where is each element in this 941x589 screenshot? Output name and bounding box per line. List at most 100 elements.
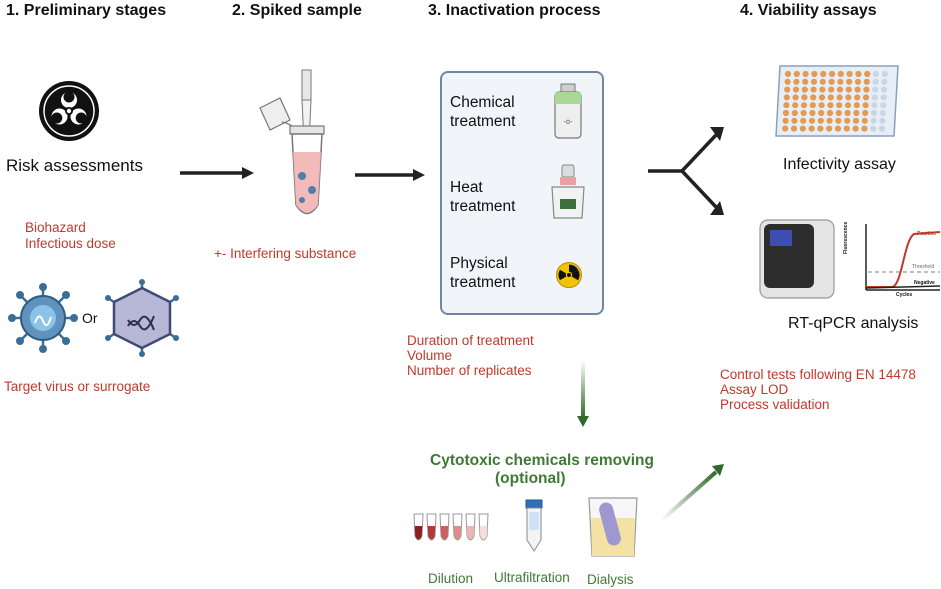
plate-well <box>817 125 824 132</box>
plate-well <box>809 102 816 109</box>
plate-well <box>810 78 818 85</box>
plate-well <box>871 94 878 101</box>
plate-well <box>802 70 809 78</box>
plate-well <box>870 117 877 124</box>
plate-well <box>828 78 835 85</box>
volume-label: Volume <box>407 348 453 363</box>
plate-well <box>802 78 809 85</box>
plate-well <box>793 78 800 85</box>
chemical-treatment-line1: Chemical <box>450 94 515 111</box>
plate-well <box>872 70 880 78</box>
interfering-substance-label: +- Interfering substance <box>214 246 357 261</box>
plate-well <box>836 86 844 93</box>
plate-well <box>792 86 800 93</box>
plate-well <box>818 102 825 109</box>
plate-well <box>872 78 879 85</box>
plate-well <box>853 109 860 117</box>
plate-well <box>881 78 888 85</box>
radiation-icon <box>556 262 582 288</box>
plate-well <box>826 125 833 132</box>
plate-well <box>837 78 844 85</box>
rtqpcr-label: RT-qPCR analysis <box>788 315 919 332</box>
dialysis-label: Dialysis <box>587 572 634 587</box>
plate-well <box>881 70 888 78</box>
plate-well <box>870 109 878 117</box>
dilution-liquid <box>414 526 423 540</box>
plate-well <box>861 125 868 132</box>
cytotoxic-title-line2: (optional) <box>495 470 566 487</box>
plate-well <box>819 86 826 93</box>
plate-well <box>782 117 789 124</box>
arrow-2-icon <box>355 169 425 181</box>
plate-well <box>880 94 887 101</box>
qpcr-machine-icon <box>759 219 835 299</box>
plot-xlabel: Cycles <box>896 292 913 298</box>
plate-well <box>862 102 869 109</box>
plate-well <box>864 70 871 78</box>
cytotoxic-title-line1: Cytotoxic chemicals removing <box>430 452 654 469</box>
plate-well <box>871 102 878 109</box>
stage-1-title: 1. Preliminary stages <box>6 2 167 19</box>
dilution-label: Dilution <box>428 571 474 586</box>
plate-well <box>792 102 799 109</box>
plate-well <box>843 125 850 132</box>
plate-well <box>862 109 869 117</box>
plate-well <box>808 125 815 132</box>
chemical-bottle-icon: -ȯ- <box>554 83 582 139</box>
plate-well <box>819 78 826 85</box>
plate-well <box>827 94 834 101</box>
plate-well <box>837 70 844 78</box>
plate-well <box>791 117 798 124</box>
plate-well <box>844 109 851 117</box>
plate-well <box>784 78 791 85</box>
physical-treatment-line2: treatment <box>450 274 516 291</box>
plate-well <box>810 94 817 101</box>
plate-well <box>854 78 862 85</box>
plate-well <box>845 86 852 93</box>
assay-lod-label: Assay LOD <box>720 382 789 397</box>
plate-well <box>845 94 852 101</box>
plate-well <box>782 109 790 117</box>
dilution-tubes-icon <box>413 513 489 541</box>
plate-well <box>854 86 861 93</box>
plate-well <box>800 117 807 124</box>
well-plate-icon <box>775 65 899 137</box>
infectious-dose-label: Infectious dose <box>25 236 116 251</box>
plate-well <box>855 70 862 78</box>
plate-well <box>790 125 798 132</box>
control-tests-label: Control tests following EN 14478 <box>720 367 916 382</box>
green-diagonal-arrow-icon <box>660 464 724 522</box>
stage-4-title: 4. Viability assays <box>740 2 877 19</box>
target-virus-label: Target virus or surrogate <box>4 379 151 394</box>
plate-well <box>827 102 834 109</box>
svg-text:-ȯ-: -ȯ- <box>563 118 573 126</box>
plate-well <box>844 117 851 124</box>
ultrafiltration-label: Ultrafiltration <box>494 570 570 585</box>
plate-well <box>782 125 789 132</box>
plate-well <box>811 70 818 78</box>
plot-ylabel: Fluorescence <box>843 221 849 254</box>
process-validation-label: Process validation <box>720 397 830 412</box>
plate-well <box>836 102 843 109</box>
infectivity-assay-label: Infectivity assay <box>783 156 896 173</box>
plate-well <box>808 117 816 124</box>
plate-well <box>834 125 842 132</box>
plate-well <box>853 102 860 109</box>
heat-block-icon <box>551 164 585 219</box>
green-down-arrow-icon <box>577 360 589 427</box>
plate-well <box>844 102 852 109</box>
dilution-liquid <box>466 526 475 540</box>
plate-well <box>784 70 792 78</box>
plate-well <box>880 86 888 93</box>
plate-well <box>878 125 886 132</box>
plate-well <box>863 78 870 85</box>
plate-well <box>818 94 826 101</box>
plate-well <box>863 86 870 93</box>
dialysis-beaker-icon <box>588 497 638 557</box>
virus-icon <box>8 283 78 353</box>
split-arrow-icon <box>648 127 724 215</box>
heat-treatment-line1: Heat <box>450 179 483 196</box>
plate-well <box>809 109 816 117</box>
plate-well <box>826 109 834 117</box>
plate-well <box>836 94 843 101</box>
